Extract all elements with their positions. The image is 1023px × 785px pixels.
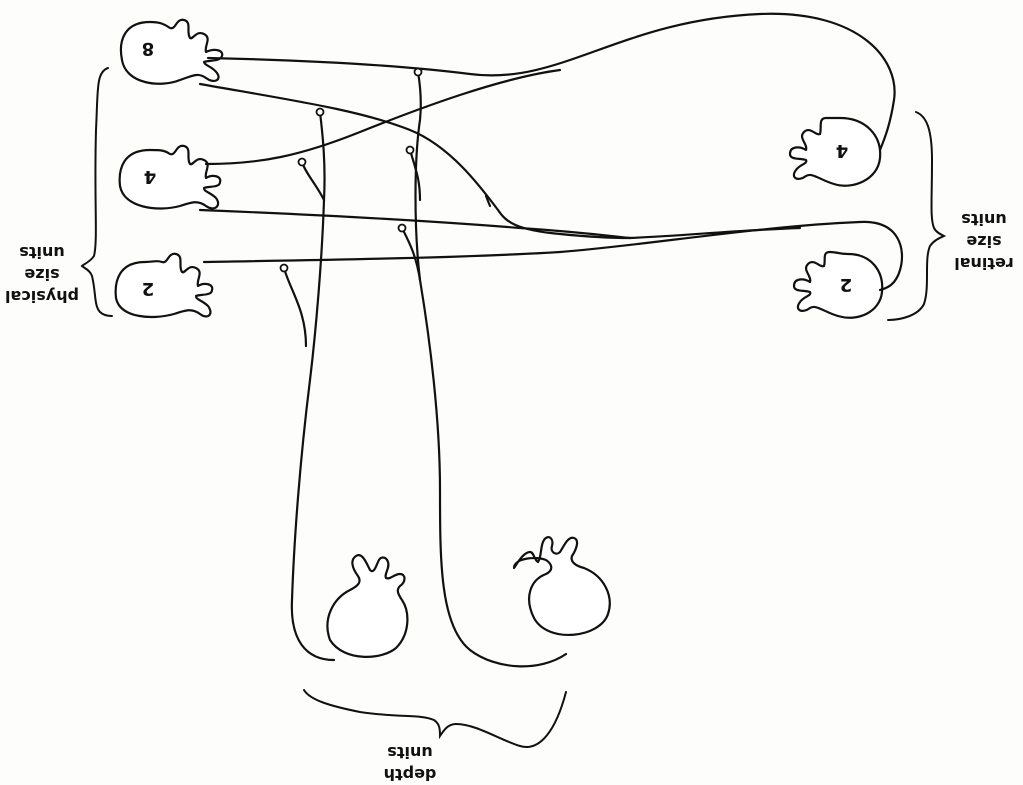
label-line: retinal (954, 254, 1014, 273)
connection-line (284, 268, 306, 346)
retinal-size-unit-4: 4 (790, 118, 880, 186)
cell-body (514, 537, 610, 635)
synapse (299, 159, 306, 166)
cell-body (790, 118, 880, 186)
physical-size-unit-8: 8 (121, 20, 222, 84)
depth-brace (304, 690, 566, 747)
label-line: size (966, 232, 1001, 251)
synapse (415, 69, 422, 76)
cell-body (120, 146, 221, 209)
retinal-size-brace (888, 112, 944, 320)
label-line: units (19, 243, 64, 262)
cell-label: 4 (836, 140, 849, 161)
label-line: units (961, 210, 1006, 229)
label-line: size (24, 265, 59, 284)
cell-body (794, 252, 882, 318)
depth-label: depth units (384, 743, 437, 784)
label-line: depth (384, 765, 437, 784)
physical-size-unit-2: 2 (116, 254, 213, 317)
physical-size-unit-4: 4 (120, 146, 221, 209)
connection-line (292, 112, 334, 660)
cell-body (121, 20, 222, 84)
retinal-size-label: retinal size units (954, 210, 1014, 273)
depth-unit-right (514, 537, 610, 635)
cell-label: 2 (840, 274, 853, 295)
physical-size-label: physical size units (5, 243, 79, 306)
synapse (317, 109, 324, 116)
synapse (407, 147, 414, 154)
synapse (281, 265, 288, 272)
depth-unit-left (327, 555, 407, 657)
label-line: physical (5, 287, 79, 306)
label-line: units (387, 743, 432, 762)
synapse (399, 225, 406, 232)
connection-line (208, 14, 895, 150)
physical-size-brace (82, 68, 112, 316)
connection-line (302, 162, 324, 200)
cell-label: 8 (142, 38, 155, 59)
connection-line (630, 228, 800, 238)
cell-label: 2 (142, 278, 155, 299)
cell-body (116, 254, 213, 317)
cell-body (327, 555, 407, 657)
cell-label: 4 (144, 166, 157, 187)
connection-line (206, 70, 560, 164)
retinal-size-unit-2: 2 (794, 252, 882, 318)
